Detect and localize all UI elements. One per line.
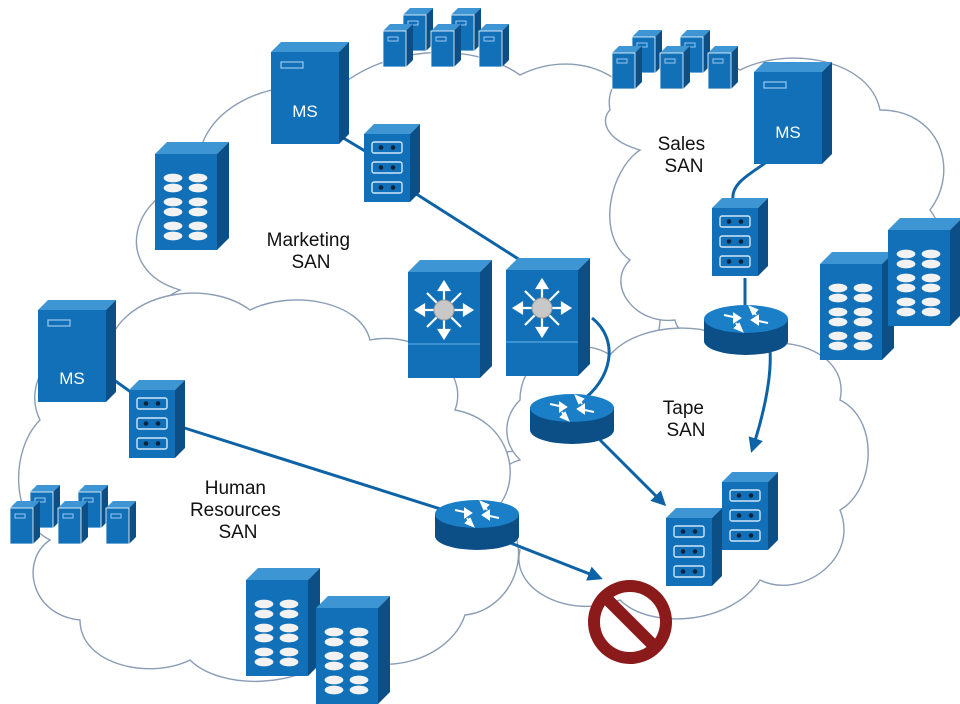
fibre-channel-director-icon[interactable] (504, 256, 592, 378)
disk-shelf-icon[interactable] (363, 123, 421, 203)
human-resources-san-label: Human Resources SAN (190, 478, 286, 543)
tower-server-icon[interactable]: MS (37, 299, 117, 403)
router-icon[interactable] (434, 499, 520, 551)
tower-server-icon[interactable]: MS (753, 61, 833, 165)
sales-san-label: Sales SAN (658, 134, 711, 177)
link-director-to-router (579, 316, 611, 404)
storage-array-icon[interactable] (887, 217, 960, 327)
router-icon[interactable] (529, 393, 615, 445)
link-hr-shelf-to-router (174, 423, 451, 514)
storage-array-icon[interactable] (315, 595, 391, 704)
storage-array-icon[interactable] (245, 567, 321, 677)
tower-server-icon[interactable]: MS (270, 41, 350, 145)
server-label: MS (775, 123, 801, 142)
server-label: MS (59, 369, 85, 388)
tape-drive-shelf-icon[interactable] (721, 471, 779, 551)
link-tape-router-to-tape (598, 438, 667, 507)
no-entry-icon (588, 580, 672, 664)
storage-array-icon[interactable] (819, 251, 895, 361)
server-cluster-icon[interactable] (383, 8, 509, 67)
tape-drive-shelf-icon[interactable] (665, 507, 723, 587)
link-sales-router-to-tape (748, 349, 772, 453)
router-icon[interactable] (703, 304, 789, 356)
marketing-san-label: Marketing SAN (267, 230, 356, 273)
server-cluster-icon[interactable] (612, 30, 738, 89)
server-label: MS (292, 102, 318, 121)
tape-san-label: Tape SAN (663, 398, 709, 441)
disk-shelf-icon[interactable] (711, 197, 769, 277)
fibre-channel-director-icon[interactable] (406, 258, 494, 380)
link-marketing-shelf-to-director (409, 188, 521, 262)
storage-array-icon[interactable] (154, 141, 230, 251)
disk-shelf-icon[interactable] (128, 379, 186, 459)
